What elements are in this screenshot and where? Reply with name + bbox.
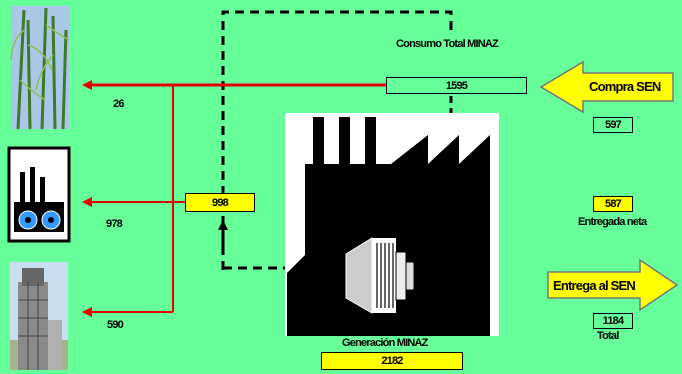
turbine-icon bbox=[345, 237, 415, 314]
entrega-sen-arrow bbox=[547, 258, 679, 312]
arrowhead-recirc bbox=[218, 220, 228, 230]
red-arrowhead-refinery bbox=[82, 307, 92, 317]
entrega-sen-label: Entrega al SEN bbox=[553, 278, 636, 293]
red-arrowhead-cane bbox=[82, 80, 92, 90]
generacion-label: Generación MINAZ bbox=[342, 337, 428, 349]
compra-sen-arrow bbox=[539, 60, 674, 114]
refinery-flow-value: 590 bbox=[107, 319, 124, 331]
cane-flow-value: 26 bbox=[113, 98, 124, 110]
compra-sen-value: 597 bbox=[593, 117, 633, 133]
total-value: 1184 bbox=[593, 313, 633, 329]
generacion-value: 2182 bbox=[321, 352, 463, 370]
compra-sen-label: Compra SEN bbox=[589, 79, 661, 94]
red-arrowhead-industry bbox=[82, 197, 92, 207]
recirculado-value: 998 bbox=[185, 193, 255, 212]
industry-image bbox=[7, 146, 71, 243]
refinery-image bbox=[10, 262, 68, 370]
entregada-neta-label: Entregada neta bbox=[578, 216, 647, 228]
sugarcane-image bbox=[10, 6, 70, 130]
total-label: Total bbox=[597, 330, 619, 342]
industry-flow-value: 978 bbox=[106, 218, 123, 230]
entregada-neta-value: 587 bbox=[593, 196, 633, 212]
consumo-total-label: Consumo Total MINAZ bbox=[396, 38, 499, 50]
dashed-loop-top bbox=[221, 10, 453, 270]
consumo-total-value: 1595 bbox=[386, 77, 527, 94]
factory-silhouette bbox=[287, 117, 490, 336]
